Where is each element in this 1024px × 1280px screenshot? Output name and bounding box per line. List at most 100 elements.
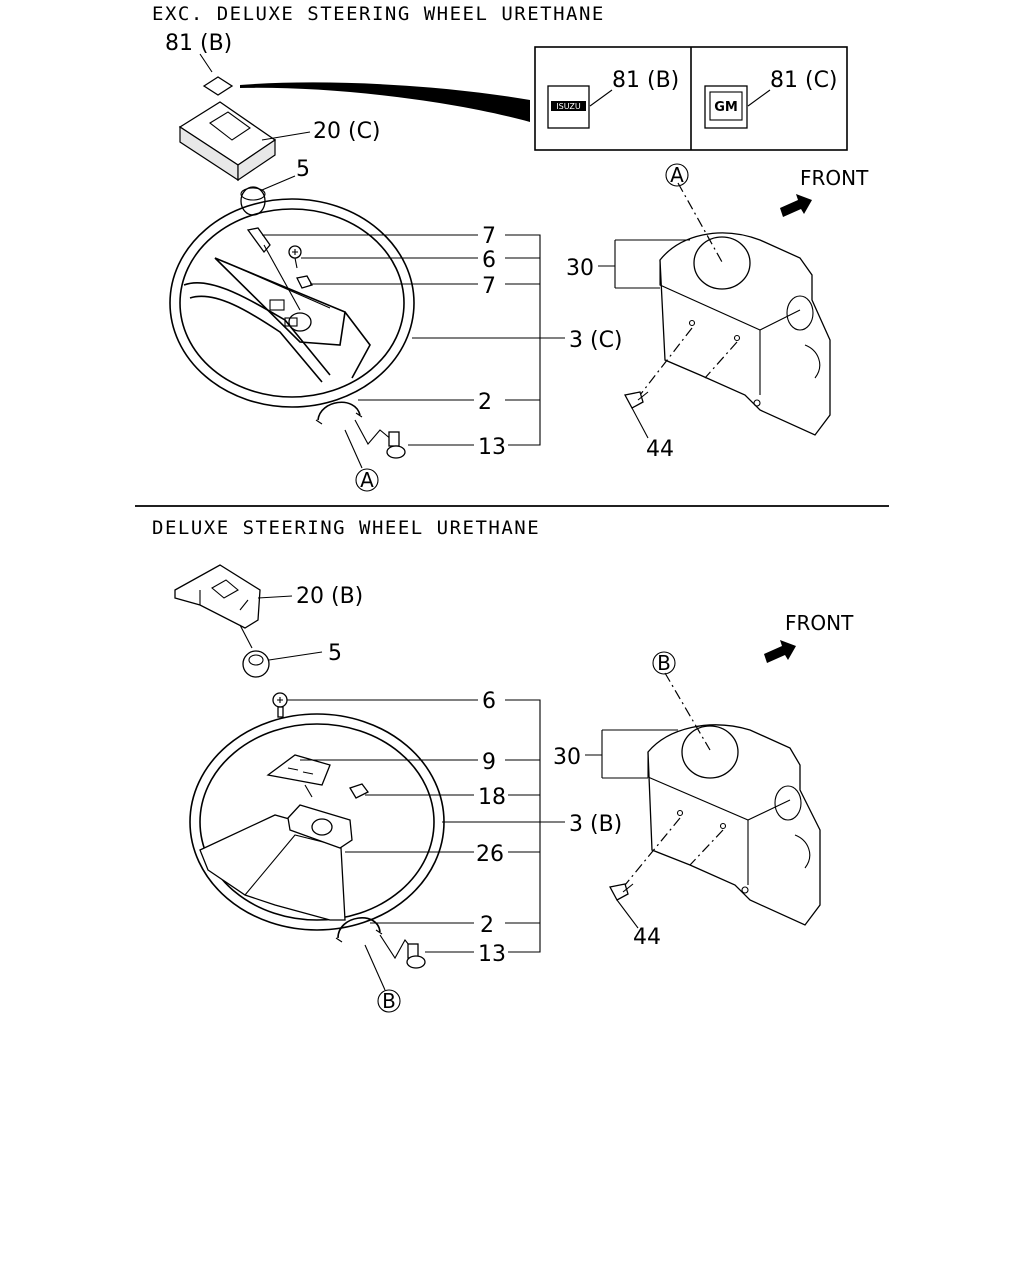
pad-emblem-recess-b — [211, 579, 239, 599]
ref-b-cover: B — [657, 651, 671, 675]
horn-pad-20b — [174, 564, 261, 629]
label-30-bottom: 30 — [553, 745, 581, 770]
screw-44-top — [624, 391, 649, 409]
pin-head — [386, 445, 406, 459]
ref-a-bottom: A — [360, 468, 374, 492]
switch-buttons — [287, 767, 314, 775]
section-title-deluxe: DELUXE STEERING WHEEL URETHANE — [152, 517, 540, 539]
ring-arc-b — [337, 917, 381, 939]
switch-9 — [266, 754, 331, 798]
gm-emblem-inner — [709, 91, 743, 121]
screw-44-tip — [637, 391, 649, 401]
hub-slot-1 — [269, 299, 285, 311]
bracket-30-bottom — [585, 729, 678, 779]
label-7-upper: 7 — [482, 224, 496, 249]
hub-center — [288, 312, 312, 332]
screw-shank-b — [277, 706, 284, 718]
column-cover-30-bottom — [647, 724, 821, 926]
screw-44-bottom — [609, 883, 634, 901]
label-6-top: 6 — [482, 248, 496, 273]
leader-44-bottom — [616, 899, 639, 929]
screw-path-44-bottom-b — [689, 829, 724, 866]
leader-81c — [747, 89, 771, 107]
label-2-top: 2 — [478, 390, 492, 415]
switch-body — [266, 754, 331, 786]
pin-shaft — [388, 431, 400, 447]
screw-44-head-b — [609, 883, 629, 901]
cover-details — [759, 330, 821, 395]
column-cover-30-top — [659, 232, 831, 436]
ref-circle-b-cover — [652, 651, 676, 675]
label-81c: 81 (C) — [770, 68, 838, 93]
contact-ring-2-top — [315, 401, 363, 425]
front-label-top: FRONT — [800, 166, 869, 190]
callout-group-bottom: 6 9 18 3 (B) 26 2 13 — [287, 689, 622, 967]
pin-13-bottom — [379, 934, 426, 969]
label-5-bottom: 5 — [328, 641, 342, 666]
isuzu-emblem-bar — [551, 101, 586, 111]
callout-bracket-bottom — [505, 699, 541, 953]
callout-ticks-top — [505, 257, 565, 401]
bracket-7-lower — [296, 275, 313, 289]
pin-spring — [354, 419, 393, 445]
cover-hole — [753, 399, 761, 407]
label-18: 18 — [478, 785, 506, 810]
screw-shank — [294, 257, 298, 269]
cover-edge-b — [647, 752, 791, 821]
section-deluxe: DELUXE STEERING WHEEL URETHANE 20 (B) 5 — [152, 517, 854, 1013]
ring-tabs — [315, 412, 363, 425]
label-6-bottom: 6 — [482, 689, 496, 714]
leader-20b — [257, 595, 293, 599]
leader-5-top — [261, 175, 296, 191]
ring-tabs-b — [335, 929, 383, 943]
leader-5-bottom — [268, 651, 323, 661]
callout-bracket-top — [505, 234, 541, 446]
screw-6-bottom — [272, 692, 288, 718]
label-44-bottom: 44 — [633, 925, 661, 950]
leader-44-top — [631, 407, 649, 439]
cover-details-b — [747, 820, 811, 885]
bracket-wire — [263, 244, 301, 311]
screw-path-44-bottom — [624, 817, 681, 886]
label-7-lower: 7 — [482, 274, 496, 299]
callout-group-top: 7 6 7 3 (C) 2 13 — [262, 224, 623, 460]
steering-wheel-3b — [189, 713, 445, 931]
screw-hole-b1 — [676, 809, 684, 817]
pad-emblem-recess — [209, 111, 251, 141]
cover-key-hole — [693, 236, 751, 290]
cover-hole-b — [741, 886, 749, 894]
screw-44-head — [624, 391, 644, 409]
front-arrow-bottom — [764, 640, 796, 663]
leader-ref-b — [364, 944, 386, 991]
inset-pointer — [240, 82, 530, 122]
screw-hole-b2 — [719, 822, 727, 830]
screw-cross-b — [277, 697, 283, 703]
screw-hole-2 — [733, 334, 741, 342]
wheel-spoke-right — [344, 311, 371, 379]
leader-81b-loose — [199, 53, 213, 73]
ref-b-bottom: B — [382, 989, 396, 1013]
hub-slot-2 — [284, 317, 298, 327]
hub-center-b — [311, 818, 333, 836]
screw-cross — [292, 249, 298, 255]
label-5-top: 5 — [296, 157, 310, 182]
pad-details — [199, 590, 249, 611]
cover-body-b — [647, 724, 821, 926]
label-13-bottom: 13 — [478, 942, 506, 967]
screw-path-44-top — [639, 327, 693, 396]
leader-20c — [261, 131, 311, 141]
switch-connector — [304, 784, 313, 798]
nut-5-bottom — [242, 650, 270, 678]
nut-5-top — [240, 186, 266, 216]
front-label-bottom: FRONT — [785, 611, 854, 635]
callout-ticks-bottom — [505, 759, 565, 924]
label-81b-inset: 81 (B) — [612, 68, 679, 93]
screw-6-top — [288, 245, 302, 269]
steering-wheel-3c — [169, 198, 415, 408]
ref-circle-b-bottom — [377, 989, 401, 1013]
gm-emblem — [704, 85, 748, 129]
cover-body — [659, 232, 831, 436]
nut-body — [240, 186, 266, 216]
emblem-inset-box: ISUZU 81 (B) GM 81 (C) — [534, 46, 848, 151]
